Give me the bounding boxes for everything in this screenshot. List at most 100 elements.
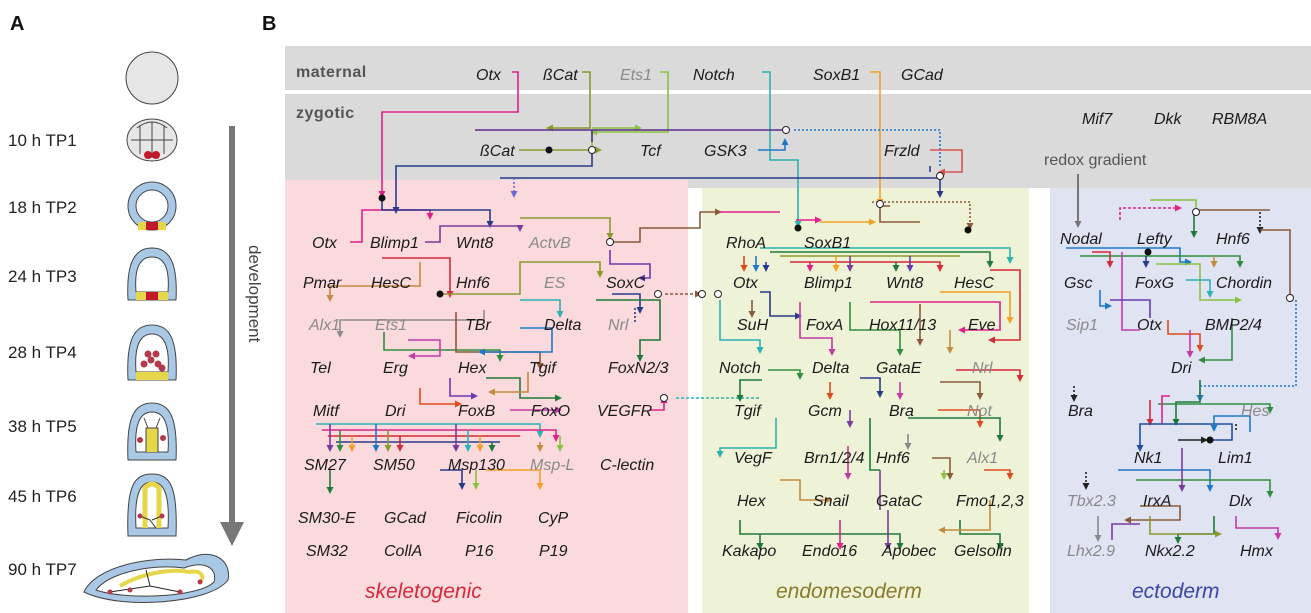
- gene-ectoderm: Hnf6: [1216, 231, 1250, 248]
- gene-skeletogenic: SM50: [373, 457, 415, 474]
- gene-ectoderm: Nk1: [1134, 450, 1162, 467]
- gene-endomesoderm: Alx1: [966, 450, 998, 467]
- gene-skeletogenic: Tgif: [529, 360, 557, 377]
- gene-skeletogenic: ActvB: [528, 235, 571, 252]
- gene-zygotic-rbm8a: RBM8A: [1212, 111, 1267, 128]
- embryo-stage-tp7: [84, 554, 229, 602]
- gene-skeletogenic: TBr: [465, 317, 491, 334]
- gene-endomesoderm: Gelsolin: [954, 543, 1012, 560]
- stage-label: 45 h TP6: [8, 487, 77, 506]
- stage-label: 18 h TP2: [8, 198, 77, 217]
- gene-endomesoderm: Gcm: [808, 403, 842, 420]
- gene-ectoderm: Lim1: [1218, 450, 1253, 467]
- gene-skeletogenic: CyP: [538, 510, 569, 527]
- gene-endomesoderm: Apobec: [881, 543, 936, 560]
- region-title-skeletogenic: skeletogenic: [365, 580, 482, 603]
- gene-zygotic-mif7: Mif7: [1082, 111, 1113, 128]
- gene-skeletogenic: Msp130: [448, 457, 505, 474]
- gene-endomesoderm: FoxA: [806, 317, 843, 334]
- gene-endomesoderm: Eve: [968, 317, 996, 334]
- development-label: development: [245, 245, 264, 343]
- gene-ectoderm: Lhx2.9: [1067, 543, 1115, 560]
- maternal-label: maternal: [296, 64, 367, 81]
- gene-zygotic-frzld: Frzld: [884, 143, 921, 160]
- gene-skeletogenic: Blimp1: [370, 235, 419, 252]
- gene-skeletogenic: SM30-E: [298, 510, 356, 527]
- gene-skeletogenic: Ets1: [375, 317, 407, 334]
- gene-skeletogenic: C-lectin: [600, 457, 654, 474]
- gene-skeletogenic: Erg: [383, 360, 408, 377]
- development-arrow: [220, 126, 244, 546]
- gene-ectoderm: Sip1: [1066, 317, 1098, 334]
- gene-skeletogenic: Hex: [458, 360, 487, 377]
- embryo-stage-tp4: [128, 325, 177, 380]
- gene-skeletogenic: Wnt8: [456, 235, 493, 252]
- gene-skeletogenic: CollA: [384, 543, 422, 560]
- gene-endomesoderm: Fmo1,2,3: [956, 493, 1024, 510]
- gene-ectoderm: Hes: [1241, 403, 1269, 420]
- gene-skeletogenic: P19: [539, 543, 568, 560]
- gene-ectoderm: Hmx: [1240, 543, 1274, 560]
- gene-ectoderm: Bra: [1068, 403, 1093, 420]
- stage-label: 28 h TP4: [8, 343, 77, 362]
- gene-ectoderm: Nkx2.2: [1145, 543, 1195, 560]
- embryo-stage-tp6: [128, 474, 177, 536]
- gene-skeletogenic: FoxN2/3: [608, 360, 669, 377]
- gene-endomesoderm: Hex: [737, 493, 766, 510]
- gene-endomesoderm: Notch: [719, 360, 761, 377]
- gene-endomesoderm: Endo16: [802, 543, 857, 560]
- gene-endomesoderm: Brn1/2/4: [804, 450, 865, 467]
- gene-maternal-gcad: GCad: [901, 67, 944, 84]
- stage-label: 10 h TP1: [8, 131, 77, 150]
- gene-skeletogenic: Hnf6: [456, 275, 490, 292]
- gene-endomesoderm: Hox11/13: [869, 317, 936, 334]
- gene-endomesoderm: VegF: [734, 450, 773, 467]
- gene-ectoderm: IrxA: [1143, 493, 1171, 510]
- gene-skeletogenic: VEGFR: [597, 403, 653, 420]
- gene-ectoderm: Dri: [1171, 360, 1192, 377]
- gene-endomesoderm: Wnt8: [886, 275, 923, 292]
- gene-ectoderm: Nodal: [1060, 231, 1102, 248]
- stage-label: 24 h TP3: [8, 267, 77, 286]
- gene-skeletogenic: GCad: [384, 510, 427, 527]
- gene-ectoderm: Tbx2.3: [1067, 493, 1116, 510]
- maternal-band: [285, 46, 1311, 90]
- embryo-stage-tp2: [128, 182, 176, 230]
- gene-skeletogenic: Otx: [312, 235, 338, 252]
- gene-skeletogenic: Dri: [385, 403, 406, 420]
- gene-skeletogenic: Alx1: [308, 317, 340, 334]
- gene-skeletogenic: FoxO: [531, 403, 570, 420]
- gene-skeletogenic: Delta: [544, 317, 581, 334]
- gene-ectoderm: Otx: [1137, 317, 1163, 334]
- embryo-stage-tp1: [127, 119, 177, 161]
- embryo-stage-0: [126, 52, 178, 104]
- gene-zygotic-tcf: Tcf: [640, 143, 662, 160]
- gene-skeletogenic: SoxC: [606, 275, 646, 292]
- gene-endomesoderm: HesC: [954, 275, 994, 292]
- gene-maternal-otx: Otx: [476, 67, 502, 84]
- gene-endomesoderm: SuH: [737, 317, 769, 334]
- gene-maternal-bcat: ßCat: [543, 67, 578, 84]
- stage-label: 90 h TP7: [8, 560, 77, 579]
- gene-endomesoderm: Nrl: [972, 360, 993, 377]
- gene-endomesoderm: Otx: [733, 275, 759, 292]
- gene-endomesoderm: Bra: [889, 403, 914, 420]
- region-title-ectoderm: ectoderm: [1132, 580, 1220, 603]
- region-title-endomesoderm: endomesoderm: [776, 580, 922, 603]
- gene-endomesoderm: Snail: [813, 493, 849, 510]
- gene-endomesoderm: Hnf6: [876, 450, 910, 467]
- gene-skeletogenic: Msp-L: [530, 457, 574, 474]
- gene-maternal-ets1: Ets1: [620, 67, 652, 84]
- gene-skeletogenic: HesC: [371, 275, 411, 292]
- gene-ectoderm: Gsc: [1064, 275, 1092, 292]
- panel-label-b: B: [262, 13, 276, 35]
- gene-endomesoderm: RhoA: [726, 235, 766, 252]
- redox-gradient-label: redox gradient: [1044, 152, 1147, 169]
- gene-zygotic-dkk: Dkk: [1154, 111, 1183, 128]
- stage-label: 38 h TP5: [8, 417, 77, 436]
- gene-skeletogenic: Ficolin: [456, 510, 502, 527]
- gene-skeletogenic: FoxB: [458, 403, 496, 420]
- gene-ectoderm: Dlx: [1229, 493, 1253, 510]
- gene-endomesoderm: Not: [967, 403, 992, 420]
